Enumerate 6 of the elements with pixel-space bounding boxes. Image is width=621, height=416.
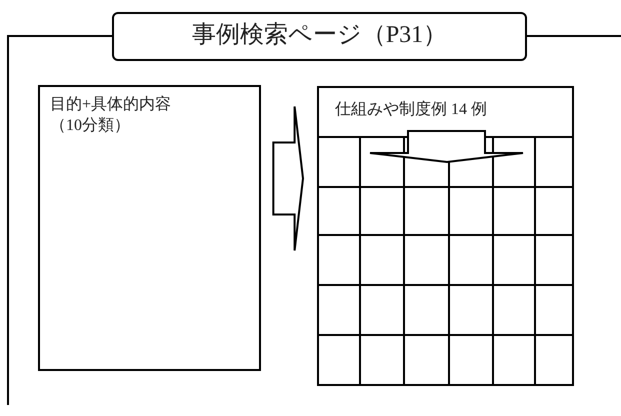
box-text: 仕組みや制度例 14 例 (335, 100, 487, 120)
box-text: 目的+具体的内容（10分類） (50, 95, 172, 136)
category-box (38, 85, 261, 371)
title-text: 事例検索ページ（P31） (192, 21, 448, 50)
title-box (112, 12, 527, 61)
block-arrow (272, 106, 304, 252)
